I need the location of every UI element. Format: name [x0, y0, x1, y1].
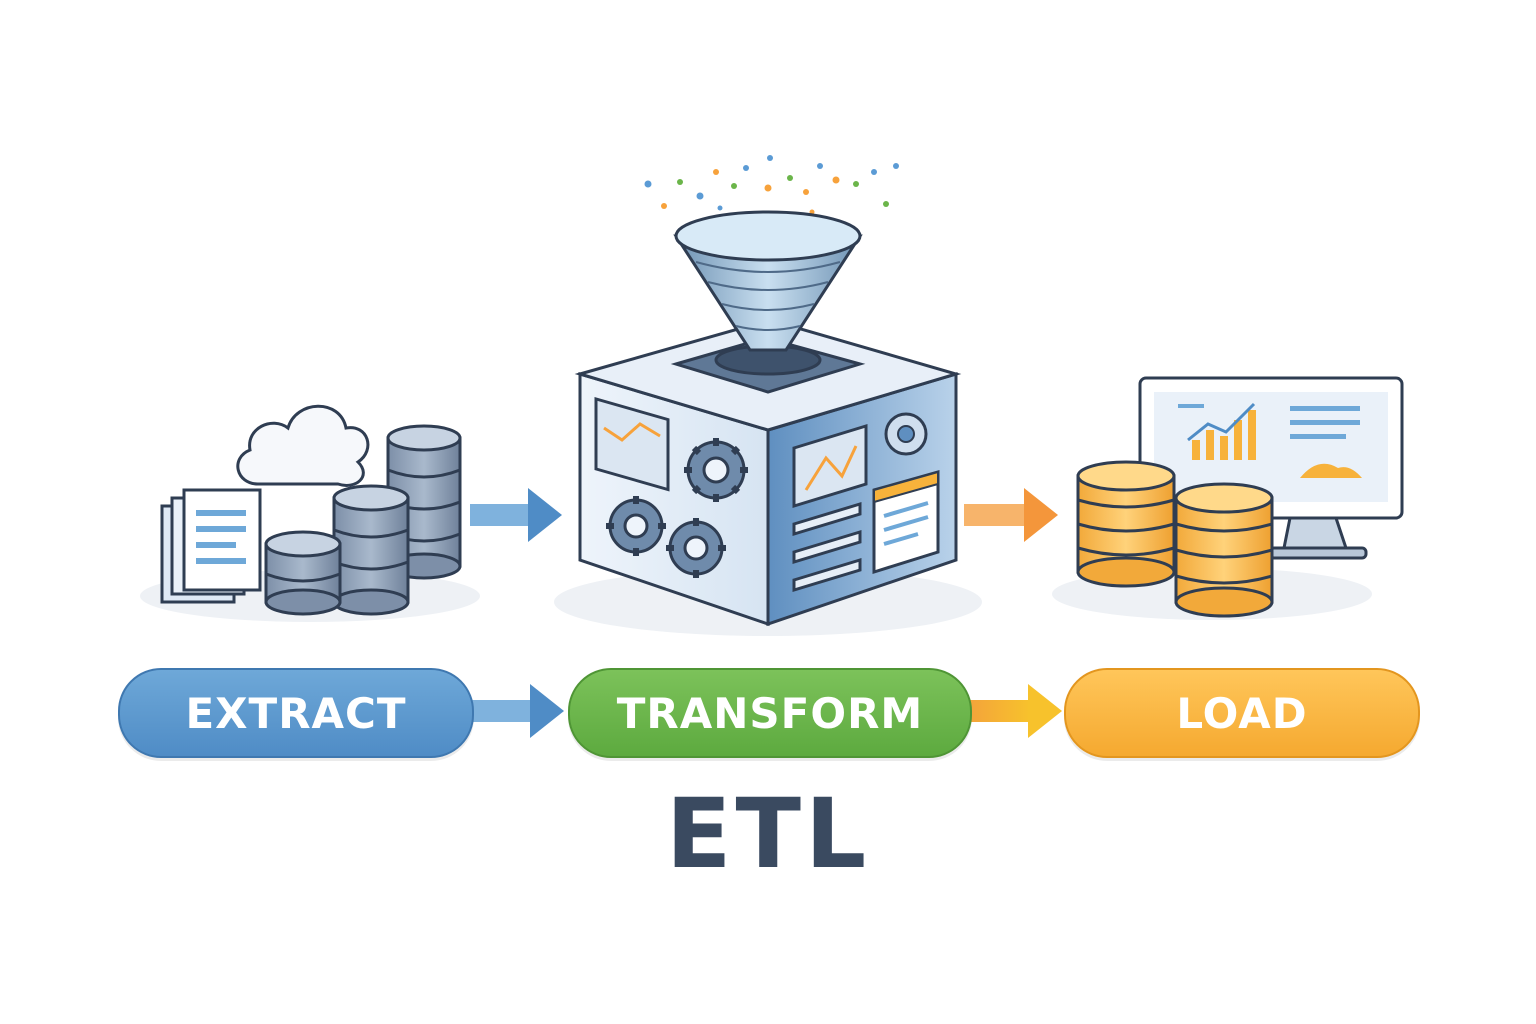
- document-icon: [872, 470, 940, 575]
- arrow-transform-to-load: [964, 488, 1058, 542]
- gear-icon: [884, 412, 928, 456]
- data-particles: [644, 155, 899, 215]
- diagram-title: ETL: [665, 778, 871, 890]
- extract-stage-label: EXTRACT: [118, 668, 474, 758]
- gear-icon: [606, 496, 666, 556]
- arrow-transform-to-load-lower: [968, 684, 1062, 738]
- gear-icon: [684, 438, 748, 502]
- cloud-icon: [236, 404, 370, 487]
- database-icon: [332, 484, 410, 616]
- arrow-extract-to-transform: [470, 488, 562, 542]
- database-icon: [1076, 460, 1176, 588]
- documents-icon: [160, 488, 262, 604]
- database-icon: [1174, 482, 1274, 618]
- database-icon: [264, 530, 342, 616]
- bar-chart-icon: [1187, 402, 1256, 460]
- load-stage-label: LOAD: [1064, 668, 1420, 758]
- gear-icon: [666, 518, 726, 578]
- transform-illustration: [554, 155, 982, 636]
- transform-stage-label: TRANSFORM: [568, 668, 972, 758]
- funnel-icon: [673, 210, 863, 352]
- load-illustration: [1052, 376, 1404, 620]
- arrow-extract-to-transform-lower: [470, 684, 564, 738]
- extract-illustration: [140, 404, 480, 622]
- monitor-icon: [1138, 376, 1404, 560]
